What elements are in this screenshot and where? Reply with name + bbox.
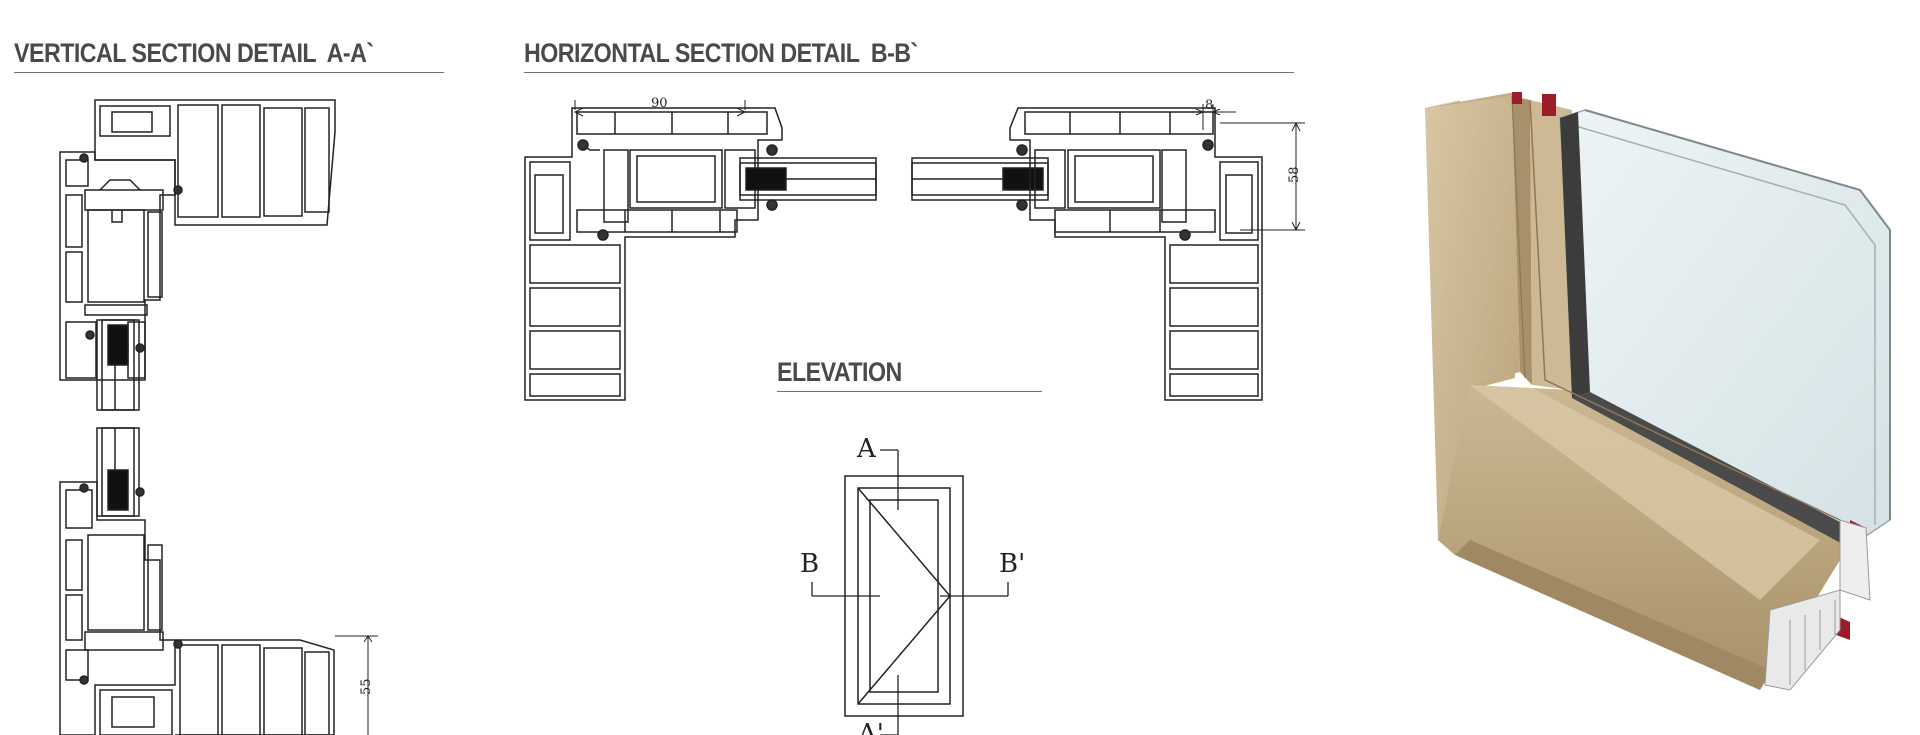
elevation-section-lines [811,449,1009,735]
elevation-label-b-prime: B' [999,549,1025,579]
frame-width-dimension [573,100,747,117]
horizontal-section-rule [524,72,1294,73]
horizontal-section-left-profile [524,107,783,401]
elevation-label-b: B [800,549,819,579]
horizontal-depth-dimension [1220,121,1305,232]
vertical-section-heading: VERTICAL SECTION DETAIL A-A` [14,38,374,68]
vertical-depth-label: 55 [359,678,374,695]
vertical-section-top-profile [59,99,336,381]
sash-offset-label: 8 [1205,98,1213,113]
vertical-section-bottom-profile [59,481,335,735]
horizontal-section-right-glass [911,157,1049,201]
elevation-heading: ELEVATION [777,357,902,387]
window-profile-render [1425,92,1891,691]
vertical-section-top-glass [96,319,140,411]
horizontal-section-heading: HORIZONTAL SECTION DETAIL B-B` [524,38,918,68]
horizontal-section-right-profile [1009,107,1263,401]
horizontal-depth-label: 58 [1287,166,1302,183]
vertical-depth-dimension [335,635,378,735]
elevation-label-a-prime: A' [857,719,884,735]
elevation-label-a: A [856,434,877,464]
vertical-section-rule [14,72,444,73]
frame-width-label: 90 [651,96,668,111]
vertical-section-bottom-glass [96,427,140,517]
elevation-rule [777,391,1042,392]
sash-offset-dimension [1184,104,1236,130]
horizontal-section-left-glass [739,157,877,201]
